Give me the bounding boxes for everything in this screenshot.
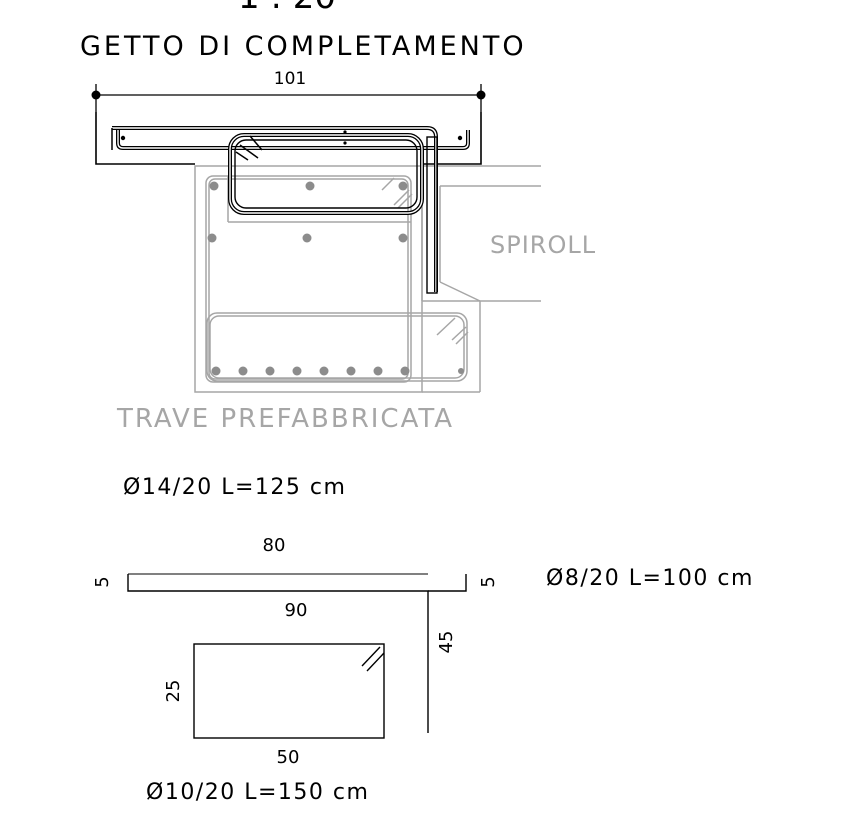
bar1-shape xyxy=(127,573,467,733)
scale-label: 1 : 20 xyxy=(238,0,336,17)
dimension-101-label: 101 xyxy=(274,69,306,89)
bar1-spec: Ø14/20 L=125 cm xyxy=(123,475,346,500)
bar1-bottom-length: 90 xyxy=(285,600,308,621)
drawing-title: GETTO DI COMPLETAMENTO xyxy=(80,31,527,62)
precast-beam xyxy=(194,165,481,393)
bar3-shape xyxy=(193,643,385,739)
bar3-height: 25 xyxy=(163,680,184,703)
spiroll-label: SPIROLL xyxy=(490,231,596,259)
bar2-spec: Ø8/20 L=100 cm xyxy=(546,566,754,591)
topping-rebar-dots xyxy=(120,130,463,145)
rebar-dots xyxy=(207,181,464,376)
beam-label: TRAVE PREFABBRICATA xyxy=(116,404,454,434)
bar1-leg: 45 xyxy=(436,631,457,654)
dimension-101: 101 xyxy=(91,69,486,112)
bar1-hook-left: 5 xyxy=(92,576,113,587)
bar3-width: 50 xyxy=(277,747,300,768)
bar1-hook-right: 5 xyxy=(478,576,499,587)
topping-casting xyxy=(95,112,482,165)
bar3-spec: Ø10/20 L=150 cm xyxy=(146,780,369,805)
topping-rebar xyxy=(111,126,470,294)
bar1-top-length: 80 xyxy=(263,535,286,556)
